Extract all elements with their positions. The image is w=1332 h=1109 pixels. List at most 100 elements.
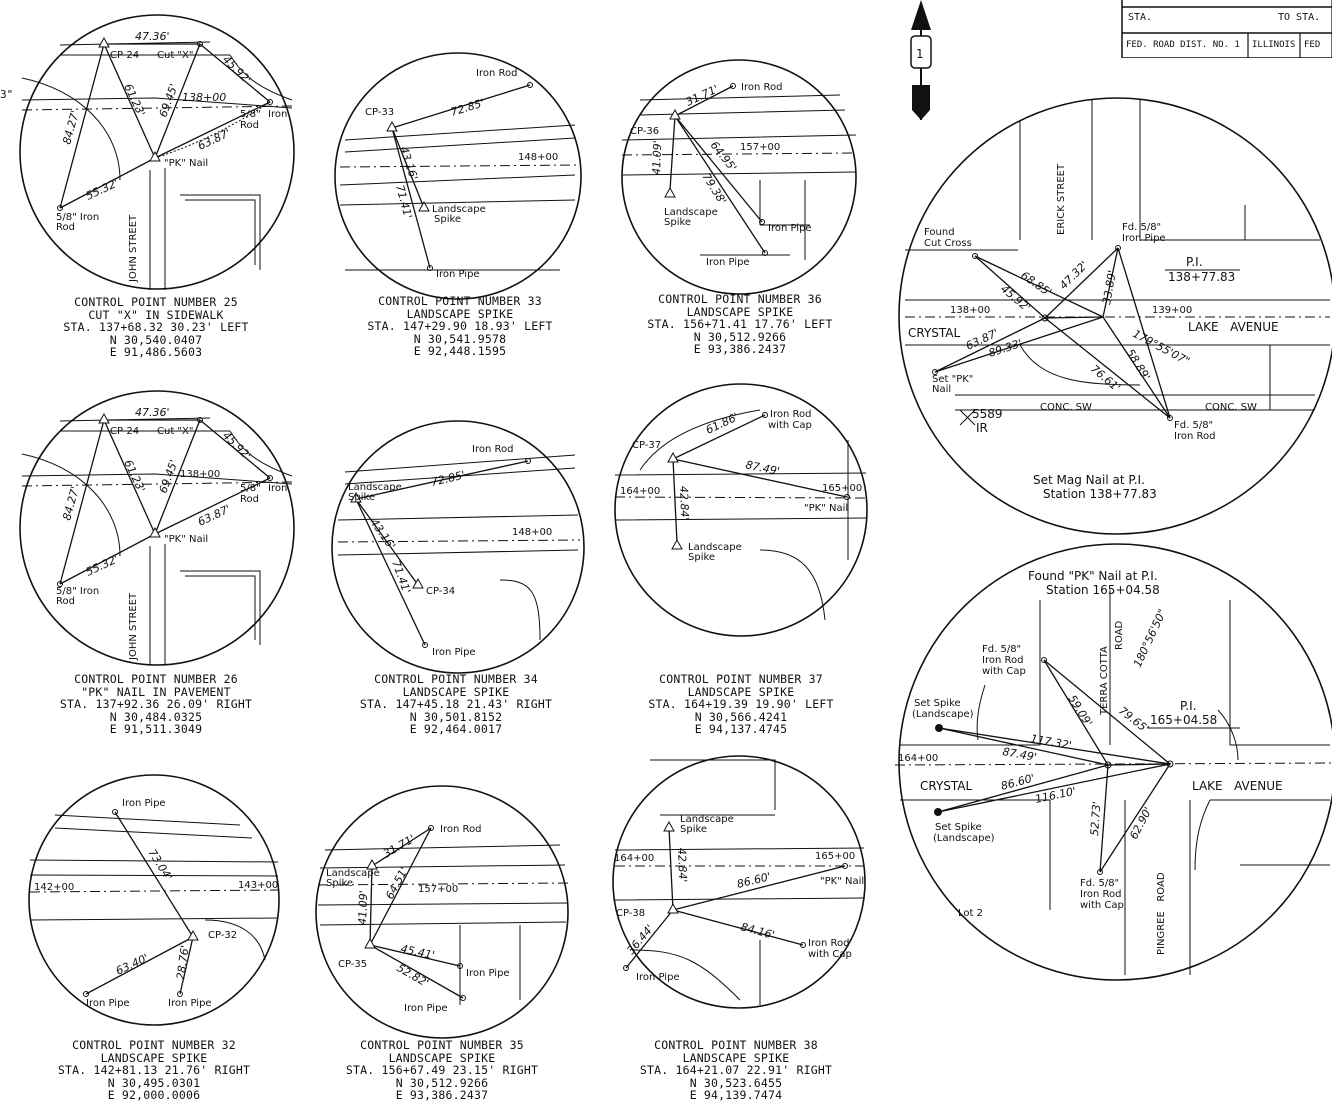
label-cp37: CP-37 [632, 440, 661, 451]
caption-line: STA. 164+21.07 22.91' RIGHT [639, 1063, 833, 1078]
dim-4732: 47.32' [1057, 259, 1091, 293]
detail-cp36 [621, 83, 857, 260]
label-found-pk-1: Found "PK" Nail at P.I. [1028, 569, 1158, 583]
dim-4316-a: 43.16' [397, 145, 420, 182]
dim-6186: 61.86' [704, 410, 741, 436]
caption-line: STA. 147+45.18 21.43' RIGHT [359, 697, 553, 712]
caption-line: N 30,566.4241 [694, 709, 788, 724]
dim-4541: 45.41' [399, 942, 435, 962]
caption-line: E 92,464.0017 [409, 722, 503, 737]
caption-line: CUT "X" IN SIDEWALK [88, 307, 224, 322]
label-set-spike-b: Set Spike [935, 822, 982, 833]
caption-line: CONTROL POINT NUMBER 33 [378, 294, 542, 308]
caption-line: E 91,486.5603 [109, 345, 203, 360]
label-iron-rod-b2: Rod [56, 596, 75, 607]
label-found-pk-2: Station 165+04.58 [1046, 583, 1160, 597]
caption-line: N 30,523.6455 [689, 1075, 783, 1090]
detail-cp26 [21, 412, 293, 665]
caption-line: E 93,386.2437 [693, 342, 787, 357]
label-conc-sw-b: CONC. SW [1205, 402, 1257, 413]
caption-line: CONTROL POINT NUMBER 37 [659, 672, 823, 686]
label-with-cap-37: with Cap [768, 420, 812, 431]
north-arrow-number: 1 [916, 47, 924, 61]
dim-11610: 116.10' [1034, 785, 1077, 806]
label-set-mag-1: Set Mag Nail at P.I. [1033, 473, 1145, 487]
detail-cp37 [614, 409, 867, 621]
caption-line: E 91,511.3049 [109, 722, 203, 737]
dim-6123-b: 61.23' [121, 458, 147, 495]
label-iron-a: Iron [268, 109, 287, 120]
label-lake-avenue-a: LAKE AVENUE [1188, 320, 1279, 334]
detail-cp35 [317, 825, 569, 1005]
dim-3389: 33.89' [1100, 269, 1119, 305]
dim-7285-a: 72.85' [449, 96, 486, 119]
detail-pi1 [905, 100, 1330, 426]
caption-line: STA. 147+29.90 18.93' LEFT [367, 319, 553, 334]
label-landscape-paren-a: (Landscape) [912, 709, 974, 720]
label-iron-pipe-34: Iron Pipe [432, 647, 476, 658]
label-cp24-b: CP-24 [110, 426, 139, 437]
dim-4736-b: 47.36' [135, 406, 170, 419]
detail-circle-cp25 [19, 14, 295, 290]
label-cp32: CP-32 [208, 930, 237, 941]
label-iron-pipe-32a: Iron Pipe [122, 798, 166, 809]
label-fd58-b: Fd. 5/8" [1174, 420, 1213, 431]
label-sta165-a: 165+00 [822, 483, 862, 494]
dim-3644: 36.44' [624, 922, 656, 957]
label-pi-sta2: 165+04.58 [1150, 713, 1217, 727]
label-landscape-paren-b: (Landscape) [933, 833, 995, 844]
detail-circle-cp35 [315, 785, 569, 1039]
caption-line: E 94,137.4745 [694, 722, 788, 737]
dim-6495: 64.95' [708, 139, 739, 174]
label-set-pk: Set "PK" [932, 374, 973, 385]
label-iron-rod-33: Iron Rod [476, 68, 517, 79]
label-sta139: 139+00 [1152, 305, 1192, 316]
label-ir: IR [976, 421, 988, 435]
label-with-cap-pi2b: with Cap [1080, 900, 1124, 911]
label-iron-pipe-35b: Iron Pipe [404, 1003, 448, 1014]
dim-4592-b: 45.92' [220, 429, 254, 463]
label-fd58-d: Fd. 5/8" [1080, 878, 1119, 889]
label-iron-rod-38: Iron Rod [808, 938, 849, 949]
label-iron-rod-pi2a: Iron Rod [982, 655, 1023, 666]
label-iron-rod-37: Iron Rod [770, 409, 811, 420]
caption-line: N 30,495.0301 [107, 1075, 201, 1090]
label-sta148-b: 148+00 [512, 527, 552, 538]
caption-line: E 92,000.0006 [107, 1088, 201, 1103]
title-state: ILLINOIS [1252, 40, 1296, 50]
caption-line: N 30,541.9578 [413, 331, 507, 346]
label-landscape-38: Landscape [680, 814, 734, 825]
detail-circle-cp38 [612, 755, 866, 1009]
label-iron-pipe-36b: Iron Pipe [706, 257, 750, 268]
label-nail: Nail [932, 384, 951, 395]
label-58-b: 5/8" [240, 483, 261, 494]
label-pi-b: P.I. [1180, 699, 1197, 713]
dim-6387-b: 63.87' [196, 502, 233, 528]
detail-cp38 [614, 759, 865, 1005]
dim-4592-pi: 45.92' [998, 282, 1033, 314]
label-with-cap-pi2a: with Cap [982, 666, 1026, 677]
label-landscape-34: Landscape [348, 482, 402, 493]
caption-line: CONTROL POINT NUMBER 35 [360, 1038, 524, 1052]
caption-line: LANDSCAPE SPIKE [388, 1050, 496, 1065]
caption-line: CONTROL POINT NUMBER 32 [72, 1038, 236, 1052]
label-iron-rod-36: Iron Rod [741, 82, 782, 93]
dim-3171-a: 31.71' [684, 82, 721, 108]
label-fd58-a: Fd. 5/8" [1122, 222, 1161, 233]
set-spike-marker-b [934, 808, 942, 816]
caption-line: LANDSCAPE SPIKE [682, 1050, 790, 1065]
label-cp34: CP-34 [426, 586, 455, 597]
dim-6387-a: 63.87' [196, 126, 233, 152]
label-cp38: CP-38 [616, 908, 645, 919]
dim-5889: 58.89' [1123, 347, 1152, 383]
caption-line: LANDSCAPE SPIKE [686, 304, 794, 319]
label-john-street-a: JOHN STREET [128, 214, 139, 283]
set-spike-marker-a [935, 724, 943, 732]
label-cp35: CP-35 [338, 959, 367, 970]
label-cp36: CP-36 [630, 126, 659, 137]
caption-line: STA. 137+68.32 30.23' LEFT [63, 320, 249, 335]
